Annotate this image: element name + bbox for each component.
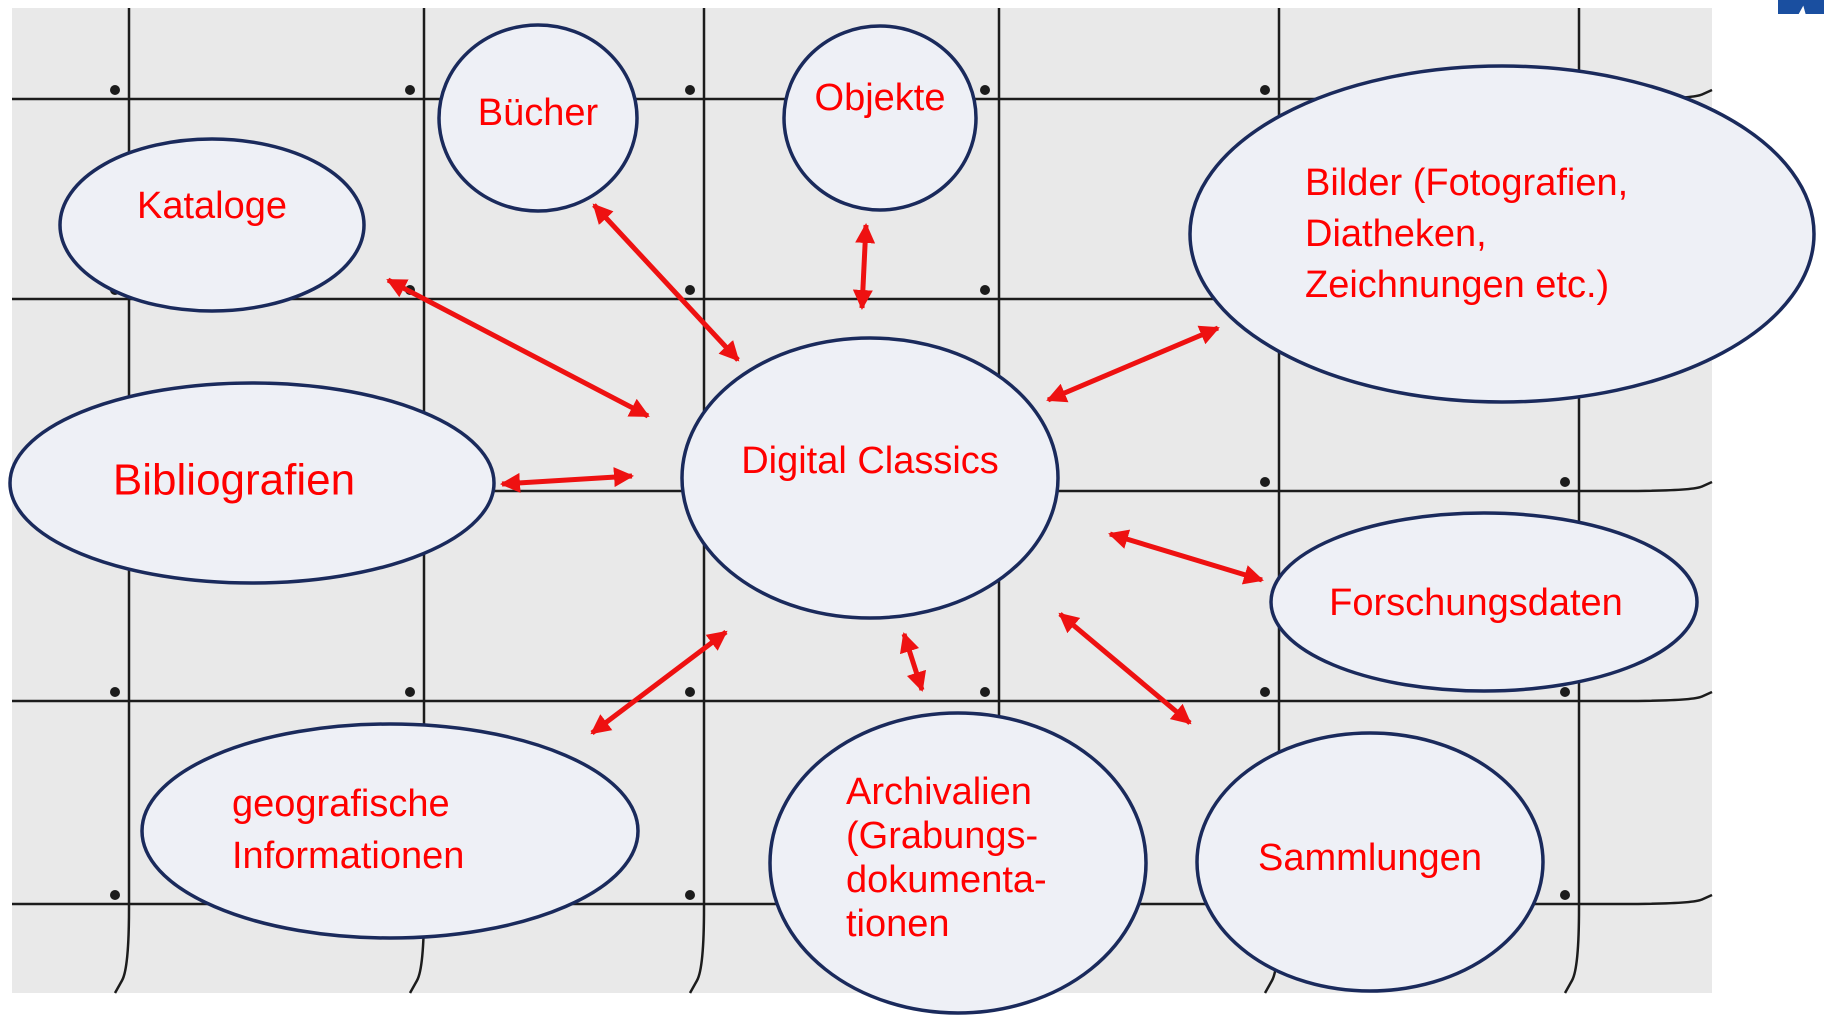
node-label-digital-classics: Digital Classics (741, 440, 999, 482)
logo-icon (1778, 0, 1824, 14)
net-knot (980, 85, 990, 95)
node-label-archivalien: (Grabungs- (846, 815, 1038, 857)
node-archivalien: Archivalien(Grabungs-dokumenta-tionen (768, 711, 1148, 1015)
net-knot (980, 687, 990, 697)
node-label-archivalien: dokumenta- (846, 859, 1047, 901)
arrow-buecher (592, 203, 740, 362)
net-knot (1260, 85, 1270, 95)
node-ellipse-archivalien (768, 711, 1148, 1015)
net-knot (1260, 687, 1270, 697)
node-label-objekte: Objekte (815, 77, 946, 119)
node-label-bilder: Bilder (Fotografien, (1305, 162, 1628, 204)
net-knot (685, 85, 695, 95)
node-ellipse-forschungsdaten (1269, 511, 1699, 693)
node-bibliografien: Bibliografien (8, 381, 496, 585)
node-sammlungen: Sammlungen (1195, 731, 1545, 993)
arrow-connectors (386, 203, 1264, 735)
node-label-bilder: Zeichnungen etc.) (1305, 264, 1609, 306)
net-knot (405, 85, 415, 95)
node-ellipse-kataloge (58, 137, 366, 313)
node-label-bibliografien: Bibliografien (113, 456, 355, 505)
node-objekte: Objekte (782, 24, 978, 212)
arrow-forschungsdaten (1108, 529, 1264, 585)
node-buecher: Bücher (437, 23, 639, 213)
net-knot (980, 285, 990, 295)
net-knot (1560, 477, 1570, 487)
node-ellipse-geografische-informationen (140, 722, 640, 940)
net-knot (110, 85, 120, 95)
node-label-geografische-informationen: Informationen (232, 835, 464, 877)
arrow-geografische-informationen (590, 630, 728, 735)
net-knot (405, 687, 415, 697)
node-label-buecher: Bücher (478, 92, 599, 134)
node-label-bilder: Diatheken, (1305, 213, 1487, 255)
node-kataloge: Kataloge (58, 137, 366, 313)
net-knot (1560, 687, 1570, 697)
node-label-archivalien: tionen (846, 903, 950, 945)
node-ellipse-digital-classics (680, 336, 1060, 620)
net-knot (685, 890, 695, 900)
node-ellipse-buecher (437, 23, 639, 213)
arrow-kataloge (386, 277, 650, 419)
node-label-geografische-informationen: geografische (232, 783, 450, 825)
arrow-archivalien (899, 632, 927, 692)
node-ellipse-bilder (1188, 64, 1816, 404)
arrow-sammlungen (1058, 612, 1192, 725)
node-ellipse-sammlungen (1195, 731, 1545, 993)
node-ellipse-bibliografien (8, 381, 496, 585)
net-knot (1260, 477, 1270, 487)
net-string-horizontal (12, 690, 1713, 703)
node-forschungsdaten: Forschungsdaten (1269, 511, 1699, 693)
net-knot (110, 890, 120, 900)
net-knot (685, 285, 695, 295)
node-label-archivalien: Archivalien (846, 771, 1032, 813)
net-knot (1560, 890, 1570, 900)
node-label-sammlungen: Sammlungen (1258, 837, 1482, 879)
arrow-bilder (1046, 325, 1220, 403)
net-knot (110, 687, 120, 697)
arrow-objekte (852, 223, 876, 310)
node-bilder: Bilder (Fotografien, Diatheken, Zeichnunge… (1188, 64, 1816, 404)
node-label-forschungsdaten: Forschungsdaten (1329, 582, 1623, 624)
arrow-bibliografien (500, 467, 634, 493)
node-ellipse-objekte (782, 24, 978, 212)
node-label-kataloge: Kataloge (137, 185, 287, 227)
node-digital-classics: Digital Classics (680, 336, 1060, 620)
net-knot (685, 687, 695, 697)
